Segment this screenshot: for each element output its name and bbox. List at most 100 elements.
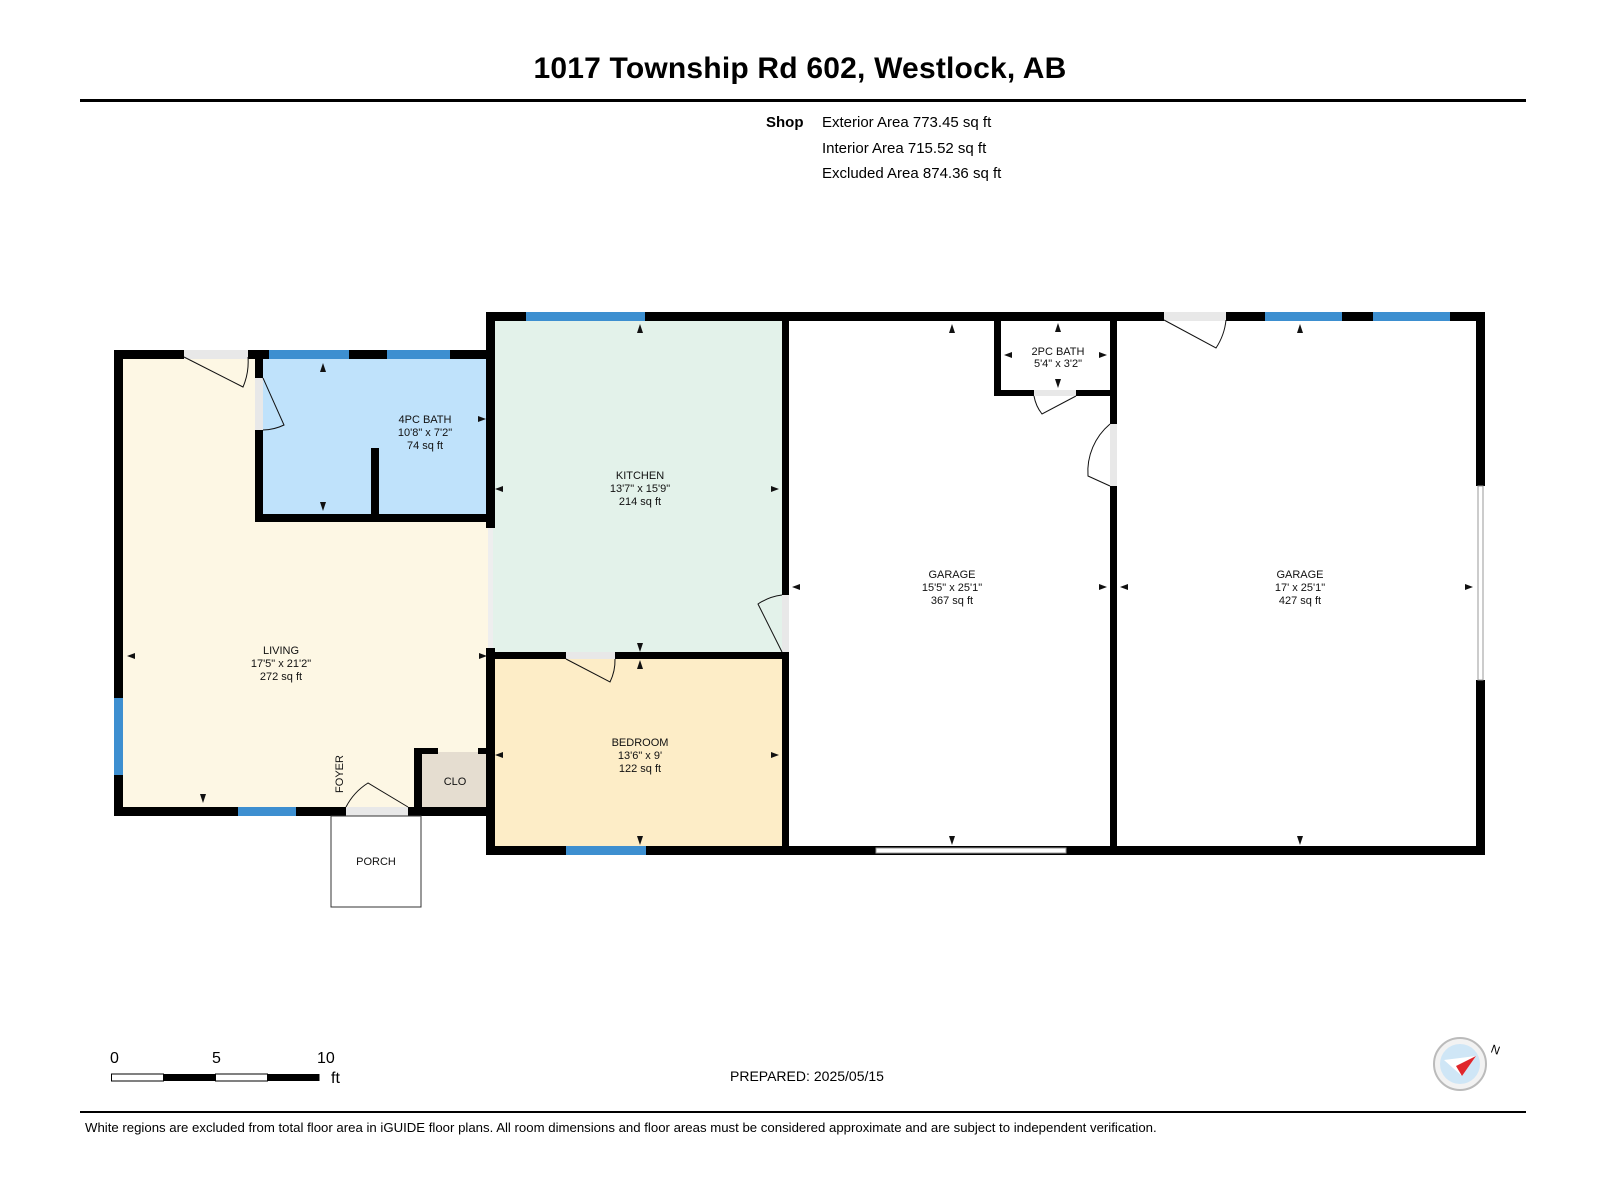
wall bbox=[486, 312, 495, 528]
living-name: LIVING bbox=[263, 645, 299, 657]
wall bbox=[255, 514, 492, 522]
door-opening bbox=[1164, 312, 1226, 321]
living-dims: 17'5" x 21'2" bbox=[251, 658, 311, 670]
door-swing bbox=[757, 594, 783, 653]
wall bbox=[414, 748, 438, 754]
arrow bbox=[1297, 836, 1303, 845]
arrow bbox=[1099, 584, 1107, 590]
window bbox=[238, 807, 296, 816]
area-summary-label: Shop bbox=[766, 114, 804, 131]
interior-area: Interior Area 715.52 sq ft bbox=[822, 139, 987, 157]
door-opening bbox=[1034, 390, 1076, 396]
prepared-label: PREPARED: bbox=[730, 1068, 810, 1084]
door-swing bbox=[565, 658, 616, 683]
arrow bbox=[637, 643, 643, 652]
door-swing bbox=[1163, 319, 1227, 349]
kitchen-area: 214 sq ft bbox=[619, 496, 661, 508]
garage2-name: GARAGE bbox=[1276, 569, 1323, 581]
arrow bbox=[320, 502, 326, 511]
bath4-area: 74 sq ft bbox=[407, 440, 443, 452]
arrow bbox=[792, 584, 800, 590]
arrow bbox=[949, 324, 955, 333]
bedroom-area: 122 sq ft bbox=[619, 763, 661, 775]
living-area: 272 sq ft bbox=[260, 671, 302, 683]
bedroom-dims: 13'6" x 9' bbox=[618, 750, 662, 762]
bath4-name: 4PC BATH bbox=[399, 414, 452, 426]
arrow bbox=[479, 653, 487, 659]
arrow bbox=[1297, 324, 1303, 333]
arrow bbox=[1465, 584, 1473, 590]
wall bbox=[1476, 680, 1485, 855]
prepared-date: PREPARED:2025/05/15 bbox=[730, 1068, 888, 1084]
wall bbox=[994, 312, 1001, 396]
arrow bbox=[637, 324, 643, 333]
bath-right-fill bbox=[374, 355, 489, 516]
arrow bbox=[1055, 323, 1061, 332]
garage1-area: 367 sq ft bbox=[931, 595, 973, 607]
opening bbox=[488, 528, 493, 648]
wall bbox=[114, 807, 489, 816]
arrow bbox=[1120, 584, 1128, 590]
garage-door-opening bbox=[1477, 485, 1484, 681]
kitchen-dims: 13'7" x 15'9" bbox=[610, 483, 670, 495]
wall bbox=[255, 350, 263, 522]
wall bbox=[486, 648, 495, 855]
wall bbox=[1110, 486, 1117, 855]
arrow bbox=[1099, 352, 1107, 358]
floor-plan: LIVING 17'5" x 21'2" 272 sq ft 4PC BATH … bbox=[114, 312, 1485, 908]
arrow bbox=[771, 486, 779, 492]
disclaimer: White regions are excluded from total fl… bbox=[85, 1120, 1157, 1135]
door-opening bbox=[566, 652, 615, 659]
wall bbox=[782, 312, 789, 595]
window bbox=[1373, 312, 1450, 321]
bedroom-name: BEDROOM bbox=[612, 737, 669, 749]
arrow bbox=[127, 653, 135, 659]
kitchen-fill bbox=[489, 320, 785, 656]
room-fills bbox=[120, 320, 785, 848]
door-opening bbox=[255, 378, 263, 430]
garage1-dims: 15'5" x 25'1" bbox=[922, 582, 982, 594]
door-swing bbox=[1033, 395, 1077, 415]
scale-tick-5: 5 bbox=[212, 1050, 221, 1067]
wall bbox=[489, 652, 785, 659]
exterior-area: Exterior Area 773.45 sq ft bbox=[822, 114, 992, 131]
compass-north-label: N bbox=[1489, 1042, 1500, 1058]
plan-title: 1017 Township Rd 602, Westlock, AB bbox=[533, 52, 1067, 85]
compass-icon: N bbox=[1432, 1036, 1502, 1101]
bath-left-fill bbox=[258, 355, 374, 516]
closet-fill bbox=[420, 752, 489, 808]
garage-door-opening bbox=[875, 847, 1067, 854]
scale-tick-10: 10 bbox=[317, 1050, 335, 1067]
wall bbox=[1110, 312, 1117, 424]
wall bbox=[486, 312, 1483, 321]
foyer-label: FOYER bbox=[334, 755, 346, 793]
footer-rule bbox=[80, 1111, 1526, 1113]
arrow bbox=[495, 752, 503, 758]
dimension-arrows bbox=[127, 323, 1473, 845]
arrow bbox=[949, 836, 955, 845]
door-swing bbox=[1087, 423, 1111, 487]
bedroom-fill bbox=[489, 656, 785, 848]
door-opening bbox=[782, 595, 789, 652]
window bbox=[269, 350, 349, 359]
wall bbox=[414, 748, 422, 816]
window bbox=[387, 350, 450, 359]
closet-name: CLO bbox=[444, 776, 467, 788]
wall bbox=[1476, 312, 1485, 486]
garage2-dims: 17' x 25'1" bbox=[1275, 582, 1325, 594]
door-opening bbox=[346, 807, 408, 816]
arrow bbox=[200, 794, 206, 803]
window bbox=[1265, 312, 1342, 321]
header-rule bbox=[80, 99, 1526, 102]
garage2-area: 427 sq ft bbox=[1279, 595, 1321, 607]
arrow bbox=[1004, 352, 1012, 358]
windows bbox=[114, 312, 1484, 855]
arrow bbox=[495, 486, 503, 492]
arrow bbox=[478, 416, 486, 422]
window bbox=[114, 698, 123, 775]
wall bbox=[478, 748, 489, 754]
wall bbox=[371, 448, 379, 516]
bath2-name: 2PC BATH bbox=[1032, 346, 1085, 358]
doors bbox=[183, 312, 1227, 816]
arrow bbox=[1055, 379, 1061, 388]
